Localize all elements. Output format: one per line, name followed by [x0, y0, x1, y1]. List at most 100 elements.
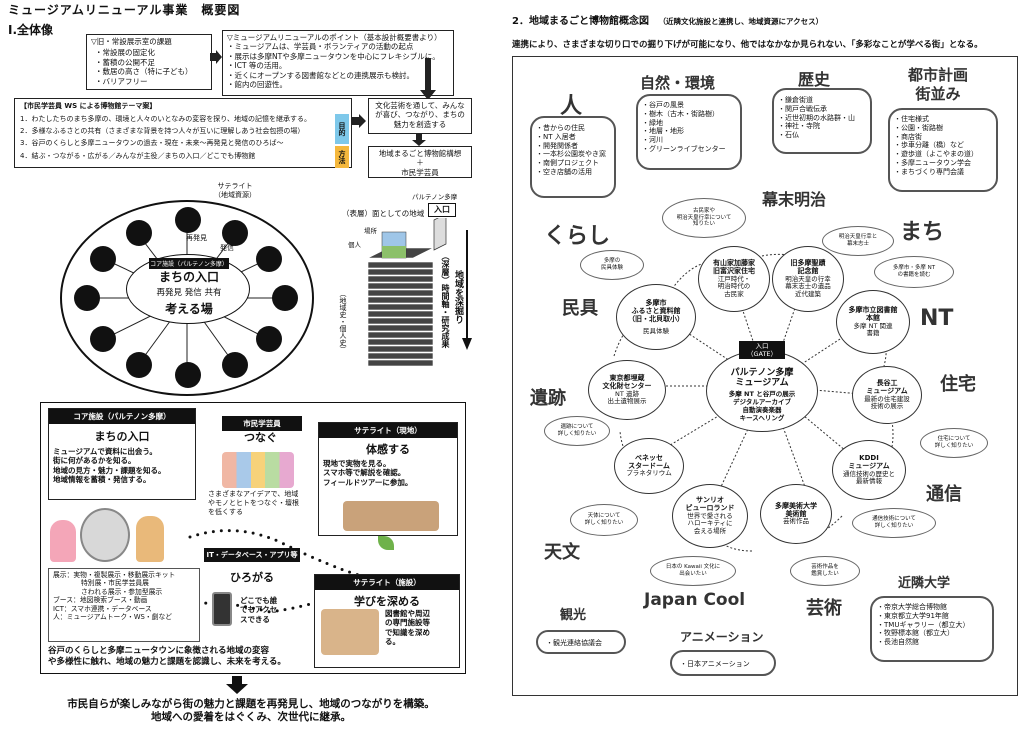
- left-page-title: ミュージアムリニューアル事業 概要図: [8, 3, 241, 17]
- girl-illustration: [50, 520, 76, 562]
- it-desc: どこでも誰 でもアクセ スできる: [240, 596, 277, 624]
- node-desc: NT 遺跡: [615, 389, 639, 398]
- citizen-line: やモノとヒトをつなぐ・壇根: [208, 498, 299, 507]
- cat-rekishi: 歴史: [798, 70, 831, 89]
- node-desc: プラネタリウム: [626, 469, 672, 478]
- culture-arrow: [412, 134, 426, 146]
- exhibit-line: ブース：地図検索ブース・動画: [53, 596, 148, 605]
- list-item: ・東京都立大学91年館: [877, 611, 949, 620]
- node-name: ミュージアム: [866, 387, 908, 396]
- people-illustration: [222, 452, 294, 488]
- node-desc: 通信技術の歴史と: [843, 469, 895, 478]
- satellite-dot: [175, 362, 201, 388]
- center-desc: デジタルアーカイブ: [733, 398, 791, 406]
- list-item: ・緑地: [642, 118, 663, 127]
- node-name: 長谷工: [876, 378, 898, 387]
- ws-item: 3．谷戸のくらしと多摩ニュータウンの過去・現在・未来～再発見と発信のひろば～: [20, 139, 284, 148]
- list-item: ・樹木（古木・街路樹）: [642, 109, 719, 118]
- ws-item: 4．結ぶ・つながる・広がる／みんなが主役／まちの入口／どこでも博物館: [20, 151, 256, 160]
- list-item: ・住宅様式: [894, 115, 929, 123]
- node-tamabi-museum: 多摩美術大学美術館 芸術作品: [760, 484, 832, 544]
- citizen-title: つなぐ: [244, 431, 277, 444]
- list-item: ・空き店舗の活用: [536, 167, 592, 176]
- satellite-facility-line: で知識を深め: [385, 627, 430, 637]
- satellite-dot: [256, 246, 282, 272]
- points-box: ▽ミュージアムリニューアルのポイント（基本設計概要書より） ・ミュージアムは、学…: [222, 30, 454, 96]
- node-name: 多摩美術大学: [775, 501, 817, 510]
- node-name: 文化財センター: [602, 382, 652, 391]
- deepen-arrow: [462, 230, 472, 350]
- issues-heading: ▽旧・常設展示室の課題: [91, 37, 172, 46]
- point-item: ・ICT 等の活用。: [227, 61, 287, 71]
- citizen-line: を低くする: [208, 507, 243, 516]
- cat-japancool: Japan Cool: [644, 590, 746, 610]
- node-desc: 芸術作品: [783, 517, 809, 526]
- send-label: 発信: [220, 244, 234, 252]
- thought-mingu: 多摩の 民具体験: [580, 250, 644, 280]
- final-line: 地域への愛着をはぐくみ、次世代に継承。: [151, 711, 351, 724]
- purpose-tag: 目的: [335, 114, 349, 144]
- list-item: ・牧野標本館（都立大）: [877, 629, 954, 638]
- layer-stack-graphic: [367, 218, 447, 367]
- exhibit-details-box: 展示：実物・複製展示・移動展示キット 特別展・市民学芸員展 さわれる展示・参加型…: [48, 568, 200, 642]
- node-desc: 古民家: [724, 290, 744, 299]
- section-1-heading: Ⅰ.全体像: [8, 23, 54, 37]
- gate-tag: 入口 （GATE）: [738, 341, 786, 360]
- node-haseko-museum: 長谷工ミュージアム 最新の住宅建設技術の展示: [852, 366, 922, 424]
- node-desc: 幕末志士の遺品: [785, 282, 831, 291]
- cat-tsushin: 通信: [926, 484, 962, 505]
- cat-kurashi: くらし: [544, 224, 611, 249]
- node-desc: 世界で愛される: [687, 511, 733, 520]
- thought-books: 多摩市・多摩 NT の書籍を読む: [874, 256, 954, 288]
- right-title-note: （近隣文化施設と連携し、地域資源にアクセス）: [658, 17, 824, 26]
- cat-mingu: 民具: [562, 298, 598, 319]
- node-name: ミュージアム: [848, 462, 890, 471]
- cat-jutaku: 住宅: [940, 374, 976, 395]
- final-line: 市民自らが楽しみながら街の魅力と課題を再発見し、地域のつながりを構築。: [67, 698, 435, 710]
- satellite-dot: [90, 246, 116, 272]
- center-desc: 自動演奏楽器: [742, 405, 782, 414]
- culture-line: 魅力を創造する: [393, 119, 447, 129]
- thought-kawaii: 日本の Kawaii 文化に 出会いたい: [650, 556, 736, 586]
- node-name: 本館: [866, 314, 880, 323]
- node-name: サンリオ: [696, 495, 724, 504]
- thought-tenmon: 天体について 詳しく知りたい: [570, 504, 638, 536]
- cat-kanko: 観光: [560, 608, 587, 623]
- child-illustration: [136, 516, 164, 562]
- coin-illustration: [80, 508, 130, 562]
- gate-tag-line: （GATE）: [746, 350, 778, 359]
- layer-left-vertical: （地域史・個人史）: [339, 290, 347, 353]
- satellite-label-line: （地域資源）: [214, 190, 256, 199]
- it-line: スできる: [240, 614, 270, 624]
- list-item: ・まちづくり専門会議: [894, 167, 964, 176]
- node-desc: 出土遺物展示: [607, 397, 647, 406]
- satellite-dot: [175, 207, 201, 233]
- center-name: パルテノン多摩: [730, 367, 794, 378]
- satellite-field-header: サテライト（現地）: [319, 423, 457, 438]
- ws-heading: 【市民学芸員 WS による博物館テーマ案】: [20, 102, 157, 110]
- node-name: KDDI: [859, 453, 879, 462]
- ws-arrow: [352, 114, 366, 128]
- concept-line: ＋: [416, 158, 424, 168]
- list-item: ・帝京大学総合博物館: [877, 603, 947, 611]
- list-item: ・開発関係者: [536, 141, 578, 150]
- satellite-facility-line: 図書館や周辺: [385, 609, 430, 618]
- list-item: ・神社・寺院: [778, 122, 820, 131]
- citizen-desc: さまざまなアイデアで、地域 やモノとヒトをつなぐ・壇根 を低くする: [208, 490, 299, 516]
- node-name: （旧・北貝取小）: [628, 315, 684, 324]
- node-name: 記念館: [797, 267, 819, 276]
- gate-tag-line: 入口: [755, 342, 769, 350]
- points-heading: ▽ミュージアムリニューアルのポイント（基本設計概要書より）: [227, 33, 442, 42]
- cat-toshi-line: 街並み: [915, 84, 961, 103]
- list-toshi: ・住宅様式 ・公園・街路樹 ・商店街 ・歩車分離（橋）など ・遊歩道（よこやまの…: [888, 108, 998, 192]
- right-page-title: 2．地域まるごと博物館概念図 （近隣文化施設と連携し、地域資源にアクセス）: [512, 16, 823, 28]
- point-item: ・近くにオープンする図書館などとの連携展示も検討。: [227, 70, 414, 80]
- citizen-line: さまざまなアイデアで、地域: [208, 490, 299, 498]
- center-name: ミュージアム: [735, 378, 789, 389]
- leaf-icon: [378, 536, 394, 550]
- satellite-dot: [222, 352, 248, 378]
- satellite-dot: [74, 285, 100, 311]
- it-header: IT・データベース・アプリ等: [204, 548, 300, 562]
- exhibit-line: さわれる展示・参加型展示: [81, 587, 163, 596]
- list-hito: ・昔からの住民 ・NT 入居者 ・開発関係者 ・一本杉公園炭やき窯 ・南側プロジ…: [530, 116, 616, 198]
